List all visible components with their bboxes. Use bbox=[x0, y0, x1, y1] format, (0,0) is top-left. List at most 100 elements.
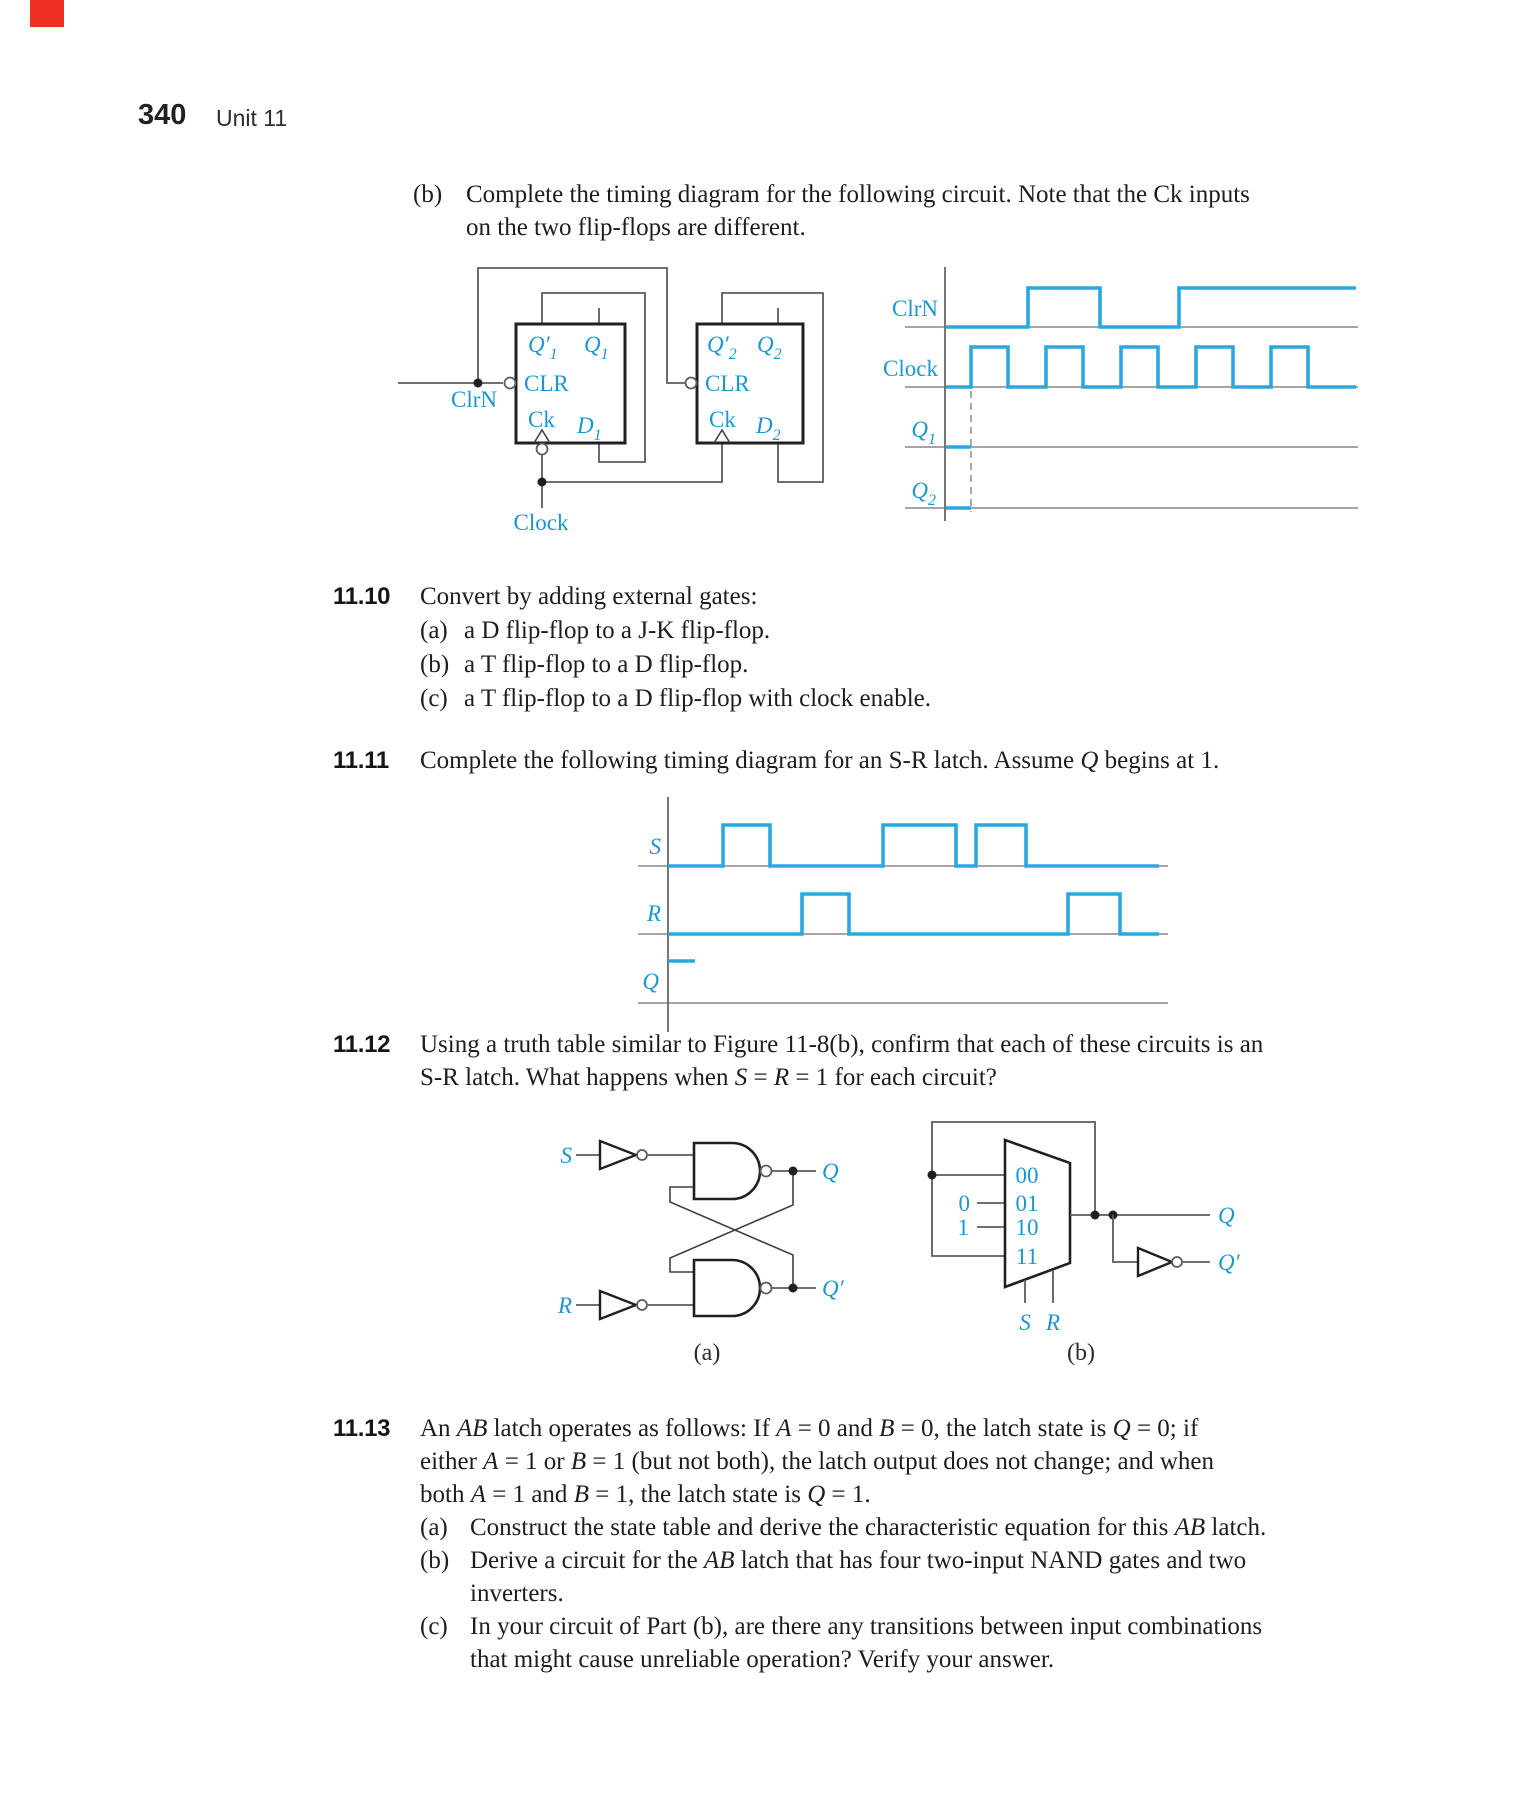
sr-latch-timing-diagram: S R Q bbox=[638, 797, 1168, 1032]
output-inverter-triangle bbox=[1136, 1246, 1176, 1278]
q-junction-dot bbox=[788, 1166, 798, 1176]
item-tag: (a) bbox=[420, 1514, 448, 1541]
problem-number: 11.13 bbox=[333, 1415, 391, 1442]
r-inverter-triangle bbox=[598, 1289, 640, 1321]
item-tag: (c) bbox=[420, 685, 448, 712]
problem-11-11: 11.11 Complete the following timing diag… bbox=[333, 744, 1453, 777]
s-label: S bbox=[650, 834, 662, 859]
ff2-qprime-label: Q′2 bbox=[707, 332, 737, 363]
red-corner-marker bbox=[30, 0, 64, 27]
item-tag: (a) bbox=[420, 617, 448, 644]
item-tag: (c) bbox=[420, 1613, 448, 1640]
top-nand-bubble bbox=[759, 1164, 773, 1178]
sr-latch-circuits-figure: S R Q Q′ (a) 00 01 10 11 0 1 bbox=[557, 1121, 1241, 1366]
item-tag: (b) bbox=[413, 181, 443, 208]
q-label: Q bbox=[822, 1159, 839, 1184]
item-tag: (b) bbox=[420, 651, 450, 678]
s-label: S bbox=[1019, 1310, 1031, 1335]
problem-11-10-intro: Convert by adding external gates: bbox=[420, 583, 758, 610]
qprime-branch-wire bbox=[1112, 1215, 1138, 1263]
list-item: Derive a circuit for the AB latch that h… bbox=[470, 1547, 1247, 1574]
list-item: In your circuit of Part (b), are there a… bbox=[470, 1613, 1263, 1640]
ff1-ck-label: Ck bbox=[528, 407, 555, 432]
ff1-clock-bubble bbox=[535, 442, 549, 456]
ff1-q-label: Q1 bbox=[584, 332, 609, 363]
q-label: Q bbox=[1218, 1203, 1235, 1228]
problem-number: 11.10 bbox=[333, 583, 391, 610]
ff2-clr-label: CLR bbox=[705, 371, 750, 396]
list-item-continuation: inverters. bbox=[470, 1580, 564, 1607]
feedback-junction-dot bbox=[927, 1170, 937, 1180]
qprime-label: Q′ bbox=[822, 1276, 845, 1301]
clock-waveform bbox=[946, 345, 1356, 389]
clrn-branch-wire bbox=[477, 267, 685, 384]
clrn-waveform bbox=[946, 286, 1356, 329]
circuit-wires bbox=[398, 267, 824, 508]
problem-11-13: 11.13 An AB latch operates as follows: I… bbox=[333, 1412, 1483, 1676]
q-label: Q bbox=[642, 969, 659, 994]
problem-b-line1: Complete the timing diagram for the foll… bbox=[466, 181, 1250, 208]
mux-input-01-label: 01 bbox=[1016, 1191, 1039, 1216]
s-label: S bbox=[561, 1143, 573, 1168]
qprime-label: Q′ bbox=[1218, 1250, 1241, 1275]
mux-input-11-label: 11 bbox=[1016, 1244, 1038, 1269]
clock-label: Clock bbox=[514, 510, 569, 535]
problem-number: 11.11 bbox=[333, 747, 389, 774]
problem-11-13-line1: An AB latch operates as follows: If A = … bbox=[420, 1415, 1199, 1442]
mux-trapezoid bbox=[1003, 1138, 1072, 1289]
ff-timing-diagram: ClrN Clock Q1 Q2 bbox=[883, 267, 1358, 521]
bottom-nand-gate bbox=[692, 1258, 762, 1318]
timing-clock-label: Clock bbox=[883, 356, 938, 381]
r-waveform bbox=[668, 892, 1159, 936]
r-label: R bbox=[557, 1293, 572, 1318]
caption-a: (a) bbox=[694, 1340, 721, 1366]
list-item: a T flip-flop to a D flip-flop with cloc… bbox=[464, 685, 932, 712]
problem-11-10: 11.10 Convert by adding external gates: … bbox=[333, 580, 1453, 716]
problem-11-13-line3: both A = 1 and B = 1, the latch state is… bbox=[420, 1481, 871, 1508]
timing-q2-label: Q2 bbox=[911, 478, 936, 509]
ff1-clock-edge-triangle bbox=[533, 428, 551, 444]
s-waveform bbox=[668, 823, 1159, 868]
clrn-junction-dot bbox=[473, 378, 483, 388]
ff1-d-label: D1 bbox=[576, 413, 602, 444]
cross-couple-wire-top bbox=[669, 1171, 794, 1273]
r-inverter-bubble bbox=[636, 1299, 648, 1311]
caption-b: (b) bbox=[1067, 1340, 1095, 1366]
bottom-nand-bubble bbox=[759, 1281, 773, 1295]
problem-11-12-line1: Using a truth table similar to Figure 11… bbox=[420, 1031, 1264, 1058]
output-inverter-bubble bbox=[1171, 1256, 1183, 1268]
list-item: a T flip-flop to a D flip-flop. bbox=[464, 651, 749, 678]
page-number: 340 bbox=[138, 99, 187, 131]
cross-couple-wire-bottom bbox=[669, 1186, 794, 1288]
s-inverter-bubble bbox=[636, 1149, 648, 1161]
timing-q1-label: Q1 bbox=[911, 417, 936, 448]
ff2-q-label: Q2 bbox=[757, 332, 782, 363]
mux-latch-circuit: 00 01 10 11 0 1 S R Q Q′ (b) bbox=[927, 1121, 1241, 1366]
problem-11-13-line2: either A = 1 or B = 1 (but not both), th… bbox=[420, 1448, 1215, 1475]
clock-branch-wire bbox=[542, 443, 723, 483]
clrn-label: ClrN bbox=[451, 387, 497, 412]
top-nand-gate bbox=[692, 1141, 762, 1201]
list-item: Construct the state table and derive the… bbox=[470, 1514, 1267, 1541]
mux-input-00-label: 00 bbox=[1016, 1163, 1039, 1188]
qprime-junction-dot bbox=[788, 1283, 798, 1293]
clock-junction-dot bbox=[537, 477, 547, 487]
feedback-loop-wire bbox=[931, 1121, 1096, 1257]
ff2-d-label: D2 bbox=[755, 413, 781, 444]
timing-clrn-label: ClrN bbox=[892, 296, 938, 321]
problem-11-11-text: Complete the following timing diagram fo… bbox=[420, 747, 1220, 774]
ff2-ck-label: Ck bbox=[709, 407, 736, 432]
problem-11-12-line2: S-R latch. What happens when S = R = 1 f… bbox=[420, 1064, 997, 1091]
ff1-feedback-wire bbox=[541, 292, 646, 463]
output-junction-dot-1 bbox=[1090, 1210, 1100, 1220]
r-label: R bbox=[646, 901, 661, 926]
ff1-clr-bubble bbox=[503, 376, 517, 390]
problem-b-paragraph: (b) Complete the timing diagram for the … bbox=[413, 178, 1473, 244]
ff2-feedback-wire bbox=[721, 292, 824, 483]
ff1-clr-label: CLR bbox=[524, 371, 569, 396]
s-inverter-triangle bbox=[598, 1139, 640, 1171]
list-item-continuation: that might cause unreliable operation? V… bbox=[470, 1646, 1055, 1673]
item-tag: (b) bbox=[420, 1547, 450, 1574]
list-item: a D flip-flop to a J-K flip-flop. bbox=[464, 617, 771, 644]
